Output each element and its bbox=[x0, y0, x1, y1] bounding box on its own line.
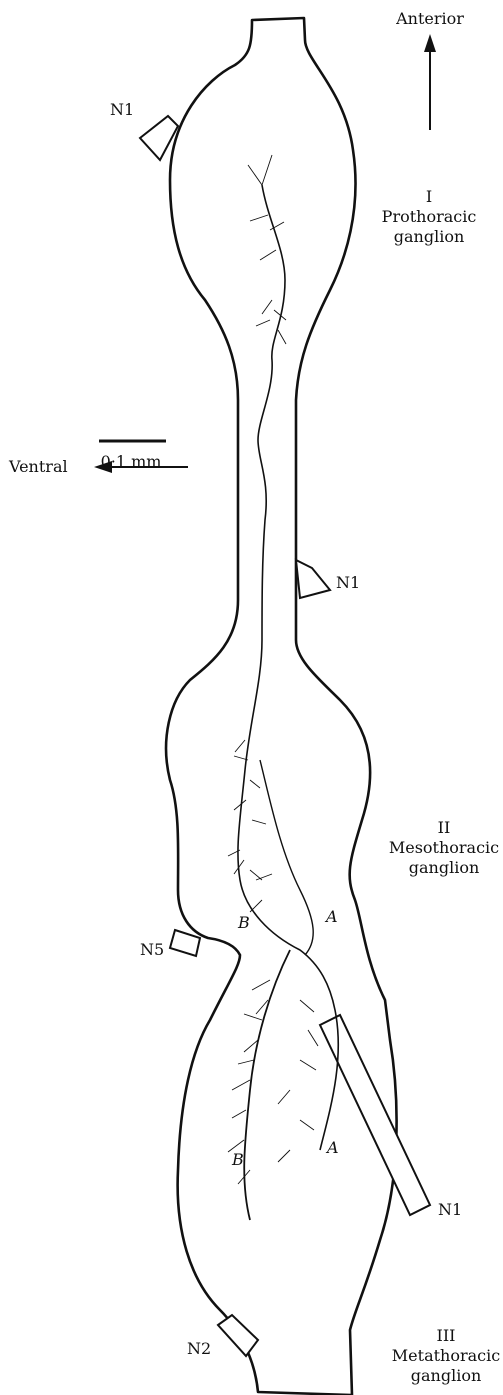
ganglion-3-suffix: ganglion bbox=[411, 1366, 482, 1385]
anterior-label: Anterior bbox=[395, 9, 464, 28]
neuron-axon bbox=[238, 185, 338, 1150]
dendrite-arbor-mesothoracic bbox=[228, 740, 272, 912]
ganglion-2-name: Mesothoracic bbox=[389, 838, 499, 857]
nerve-n1-pro-label: N1 bbox=[110, 100, 134, 119]
ganglion-3-numeral: III bbox=[437, 1326, 456, 1345]
nerve-n1-meso-label: N1 bbox=[336, 573, 360, 592]
nerve-root-n1-meta bbox=[320, 1015, 430, 1215]
ganglion-3-name: Metathoracic bbox=[392, 1346, 500, 1365]
neuron-axon-branch-a-meso bbox=[260, 760, 313, 955]
branch-a-meta-label: A bbox=[325, 1138, 339, 1157]
nerve-n2-label: N2 bbox=[187, 1339, 211, 1358]
ganglion-2-numeral: II bbox=[438, 818, 451, 837]
ganglion-chain-outline bbox=[166, 18, 396, 1395]
anterior-arrow-head bbox=[424, 34, 436, 52]
scale-bar-label: 0·1 mm bbox=[101, 452, 162, 471]
nerve-root-n2 bbox=[218, 1315, 258, 1356]
nerve-root-n5 bbox=[170, 930, 200, 956]
nerve-n5-label: N5 bbox=[140, 940, 164, 959]
ganglion-1-name: Prothoracic bbox=[382, 207, 477, 226]
nerve-n1-meta-label: N1 bbox=[438, 1200, 462, 1219]
branch-b-meta-label: B bbox=[231, 1150, 244, 1169]
ganglion-1-suffix: ganglion bbox=[394, 227, 465, 246]
branch-a-meso-label: A bbox=[324, 907, 338, 926]
ganglion-1-numeral: I bbox=[426, 187, 432, 206]
neuron-axon-branch-b-meta bbox=[244, 950, 290, 1220]
branch-b-meso-label: B bbox=[237, 913, 250, 932]
nerve-root-n1-meso bbox=[296, 560, 330, 598]
ventral-label: Ventral bbox=[8, 457, 68, 476]
ganglion-2-suffix: ganglion bbox=[409, 858, 480, 877]
